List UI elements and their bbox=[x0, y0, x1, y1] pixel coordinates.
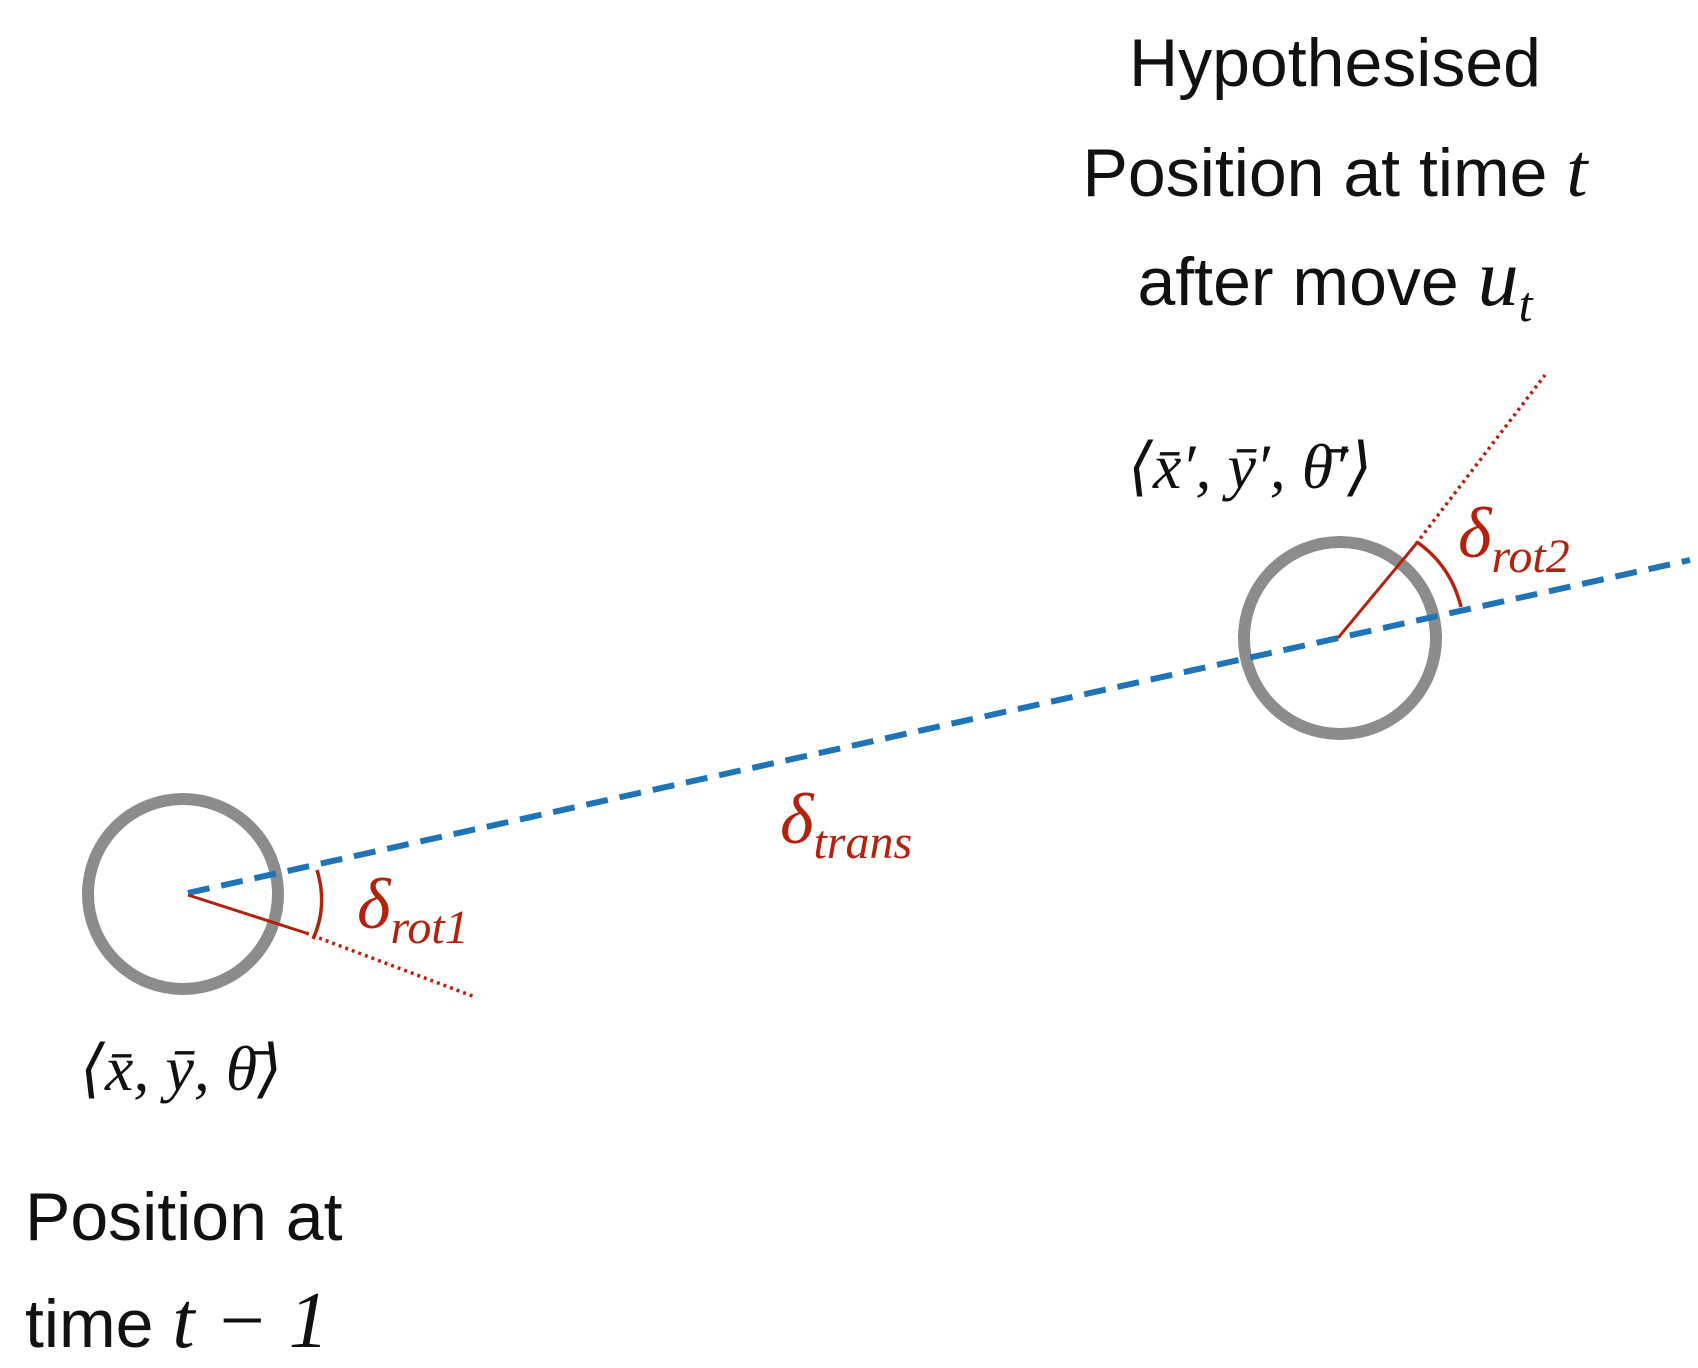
translation-line bbox=[187, 557, 1691, 896]
delta-rot1-label: δrot1 bbox=[357, 864, 469, 954]
start-heading-solid bbox=[187, 893, 307, 935]
end-caption-line2: Position at time t bbox=[1083, 129, 1590, 213]
delta-trans-label: δtrans bbox=[780, 779, 912, 869]
start-heading-dotted bbox=[305, 931, 476, 999]
start-robot-ring bbox=[82, 793, 284, 995]
end-caption-line2-text: Position at time bbox=[1083, 135, 1567, 211]
rot1-angle-arc bbox=[311, 869, 324, 940]
end-heading-dotted bbox=[1414, 373, 1547, 546]
start-caption-line2-text: time bbox=[25, 1286, 172, 1362]
end-robot-ring bbox=[1238, 536, 1442, 740]
end-caption-line3: after move ut bbox=[1137, 232, 1533, 332]
start-caption-line1: Position at bbox=[25, 1179, 343, 1255]
delta-rot2-label: δrot2 bbox=[1458, 493, 1570, 583]
end-caption-line1: Hypothesised bbox=[1129, 25, 1541, 101]
start-pose-label: ⟨x̄, ȳ, θ̄⟩ bbox=[80, 1033, 282, 1104]
start-caption-line2: time t − 1 bbox=[25, 1277, 329, 1365]
end-caption-line3-text: after move bbox=[1137, 244, 1477, 320]
end-pose-label: ⟨x̄′, ȳ′, θ̄′⟩ bbox=[1128, 431, 1372, 502]
end-heading-solid bbox=[1336, 543, 1418, 639]
start-caption-line2-math: t − 1 bbox=[172, 1277, 328, 1365]
rot2-angle-arc bbox=[1415, 540, 1463, 608]
end-caption-line3-sub: t bbox=[1519, 276, 1534, 332]
end-caption-line2-math: t bbox=[1566, 129, 1589, 213]
end-caption-line3-math: u bbox=[1478, 232, 1519, 323]
